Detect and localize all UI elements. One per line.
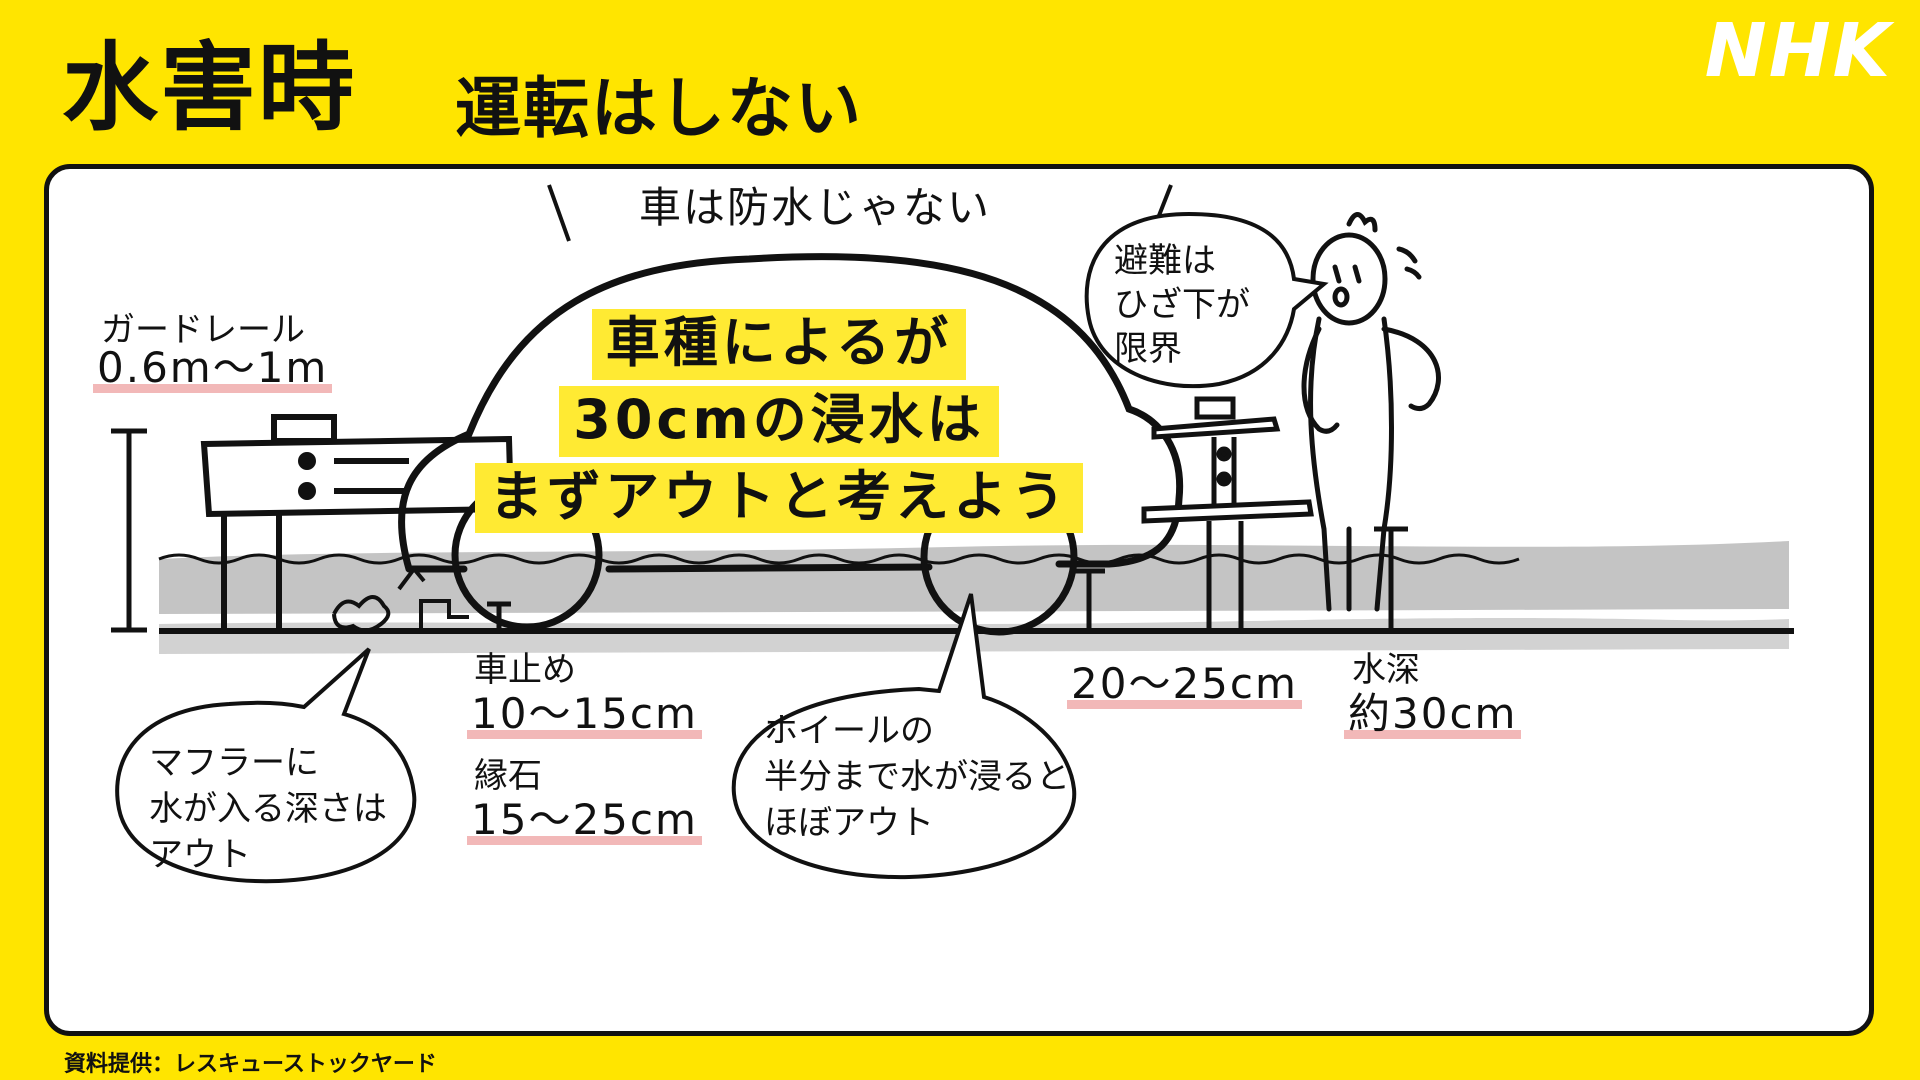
car-stop-measure bbox=[487, 601, 511, 634]
water-depth-value: 約30cm bbox=[1344, 690, 1522, 740]
evacuation-line-1: 避難は bbox=[1114, 241, 1216, 281]
flood-illustration bbox=[111, 184, 1794, 884]
curb-label: 縁石 bbox=[474, 756, 542, 796]
page-subtitle: 運転はしない bbox=[455, 70, 863, 147]
muffler-bubble bbox=[115, 647, 417, 884]
muffler-line-3: アウト bbox=[149, 834, 251, 875]
guardrail-label: ガードレール bbox=[101, 310, 305, 350]
top-caption: 車は防水じゃない bbox=[639, 183, 992, 232]
person-figure bbox=[1301, 212, 1441, 612]
guardrail-value: 0.6m～1m bbox=[93, 344, 333, 394]
source-credit: 資料提供：レスキューストックヤード bbox=[64, 1052, 437, 1077]
wheel-line-3: ほぼアウト bbox=[764, 802, 934, 843]
muffler-line-2: 水が入る深さは bbox=[149, 788, 387, 829]
headline: 車種によるが 30cmの浸水は まずアウトと考えよう bbox=[469, 309, 1089, 534]
car-stop-value: 10～15cm bbox=[467, 690, 702, 740]
evacuation-line-2: ひざ下が bbox=[1114, 285, 1250, 326]
evacuation-line-3: 限界 bbox=[1114, 329, 1182, 370]
evacuation-bubble-text: 避難は ひざ下が 限界 bbox=[1114, 239, 1250, 372]
water-surface-line bbox=[158, 553, 1520, 565]
muffler-bubble-text: マフラーに 水が入る深さは アウト bbox=[149, 741, 387, 879]
bench-height-value: 20～25cm bbox=[1067, 660, 1302, 710]
headline-line-1: 車種によるが bbox=[591, 309, 967, 380]
headline-line-2: 30cmの浸水は bbox=[559, 385, 999, 457]
muffler-splash bbox=[332, 565, 469, 633]
illustration-panel: 車は防水じゃない 車種によるが 30cmの浸水は まずアウトと考えよう ガードレ… bbox=[44, 164, 1874, 1036]
muffler-line-1: マフラーに bbox=[149, 743, 319, 783]
nhk-logo: NHK bbox=[1704, 8, 1892, 94]
wheel-bubble bbox=[731, 593, 1077, 880]
guardrail-measure bbox=[111, 428, 147, 633]
water-depth-label: 水深 bbox=[1352, 650, 1420, 690]
page-title: 水害時 bbox=[62, 32, 356, 144]
bench bbox=[1141, 396, 1314, 629]
wheel-line-2: 半分まで水が浸ると bbox=[764, 756, 1070, 797]
wheel-line-1: ホイールの bbox=[764, 711, 934, 751]
bench-measure bbox=[1073, 568, 1105, 634]
curb-value: 15～25cm bbox=[467, 796, 702, 846]
evacuation-bubble bbox=[1084, 211, 1329, 389]
headline-line-3: まずアウトと考えよう bbox=[475, 462, 1083, 534]
wheel-bubble-text: ホイールの 半分まで水が浸ると ほぼアウト bbox=[764, 709, 1070, 847]
water-depth-measure bbox=[1374, 526, 1408, 634]
car-stop-label: 車止め bbox=[474, 650, 576, 690]
